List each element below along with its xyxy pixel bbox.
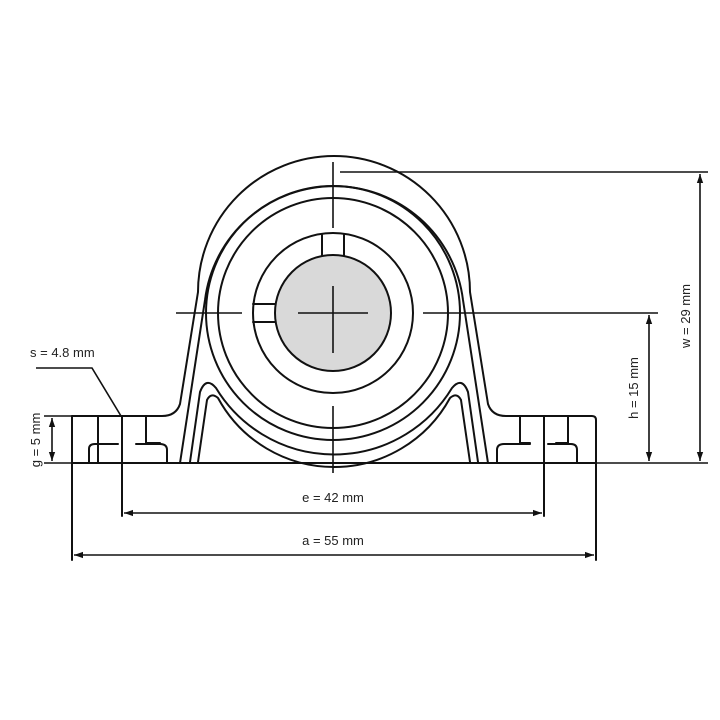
g-extension [44,415,72,464]
center-lines [176,162,490,473]
e-dimension-label: e = 42 mm [302,490,364,505]
foot-right [496,415,597,561]
foot-left [71,415,168,561]
s-leader [36,367,122,417]
a-dimension-label: a = 55 mm [302,533,364,548]
g-dimension-label: g = 5 mm [28,413,43,468]
h-dimension-label: h = 15 mm [626,357,641,419]
w-dimension-label: w = 29 mm [678,284,693,349]
s-dimension-label: s = 4.8 mm [30,345,95,360]
h-extension [490,312,708,464]
